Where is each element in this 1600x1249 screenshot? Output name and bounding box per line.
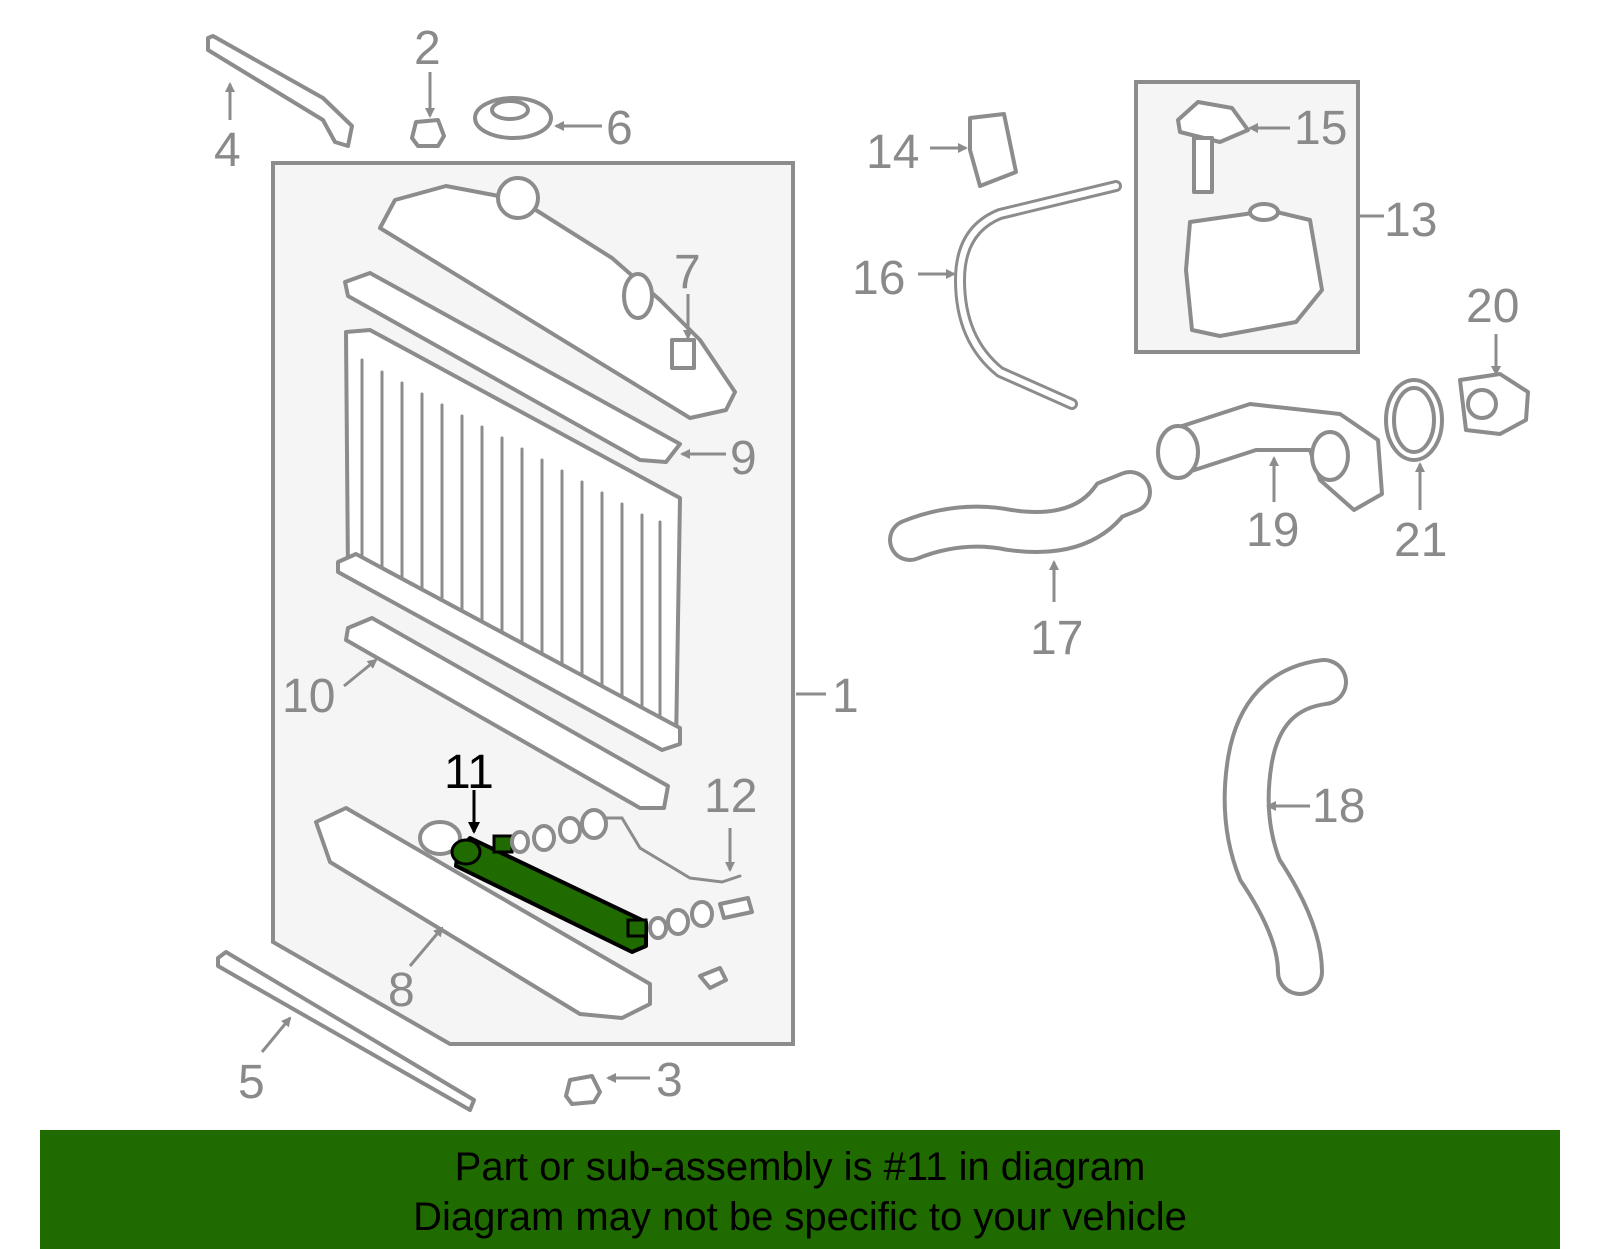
callout-5: 5 xyxy=(238,1056,265,1109)
info-banner: Part or sub-assembly is #11 in diagram D… xyxy=(40,1130,1560,1249)
reservoir-tank xyxy=(1184,208,1324,338)
callout-15: 15 xyxy=(1294,102,1347,155)
callout-4: 4 xyxy=(214,124,241,177)
callout-12: 12 xyxy=(704,770,757,823)
banner-line-1: Part or sub-assembly is #11 in diagram xyxy=(454,1145,1146,1189)
part-11-highlighted xyxy=(450,834,648,954)
callout-20: 20 xyxy=(1466,280,1519,333)
part-4-strip xyxy=(206,34,354,148)
parts-diagram: 1 2 3 4 5 6 7 8 9 10 11 12 13 14 15 16 1… xyxy=(206,22,1530,1112)
callout-11: 11 xyxy=(444,746,494,799)
part-2-grommet xyxy=(410,118,446,148)
part-9-seal xyxy=(343,271,682,464)
radiator-core xyxy=(336,328,682,752)
part-12-fittings xyxy=(510,808,754,990)
callout-17: 17 xyxy=(1030,612,1083,665)
part-7-upper-tank xyxy=(378,184,737,420)
callout-14: 14 xyxy=(866,126,919,179)
part-14-bracket xyxy=(968,112,1018,188)
callout-9: 9 xyxy=(730,432,757,485)
part-10-seal xyxy=(344,616,670,810)
callout-16: 16 xyxy=(852,252,905,305)
callout-10: 10 xyxy=(282,670,335,723)
callout-2: 2 xyxy=(414,22,441,75)
part-5-strip xyxy=(216,950,476,1112)
callout-6: 6 xyxy=(606,102,633,155)
callout-13: 13 xyxy=(1384,194,1437,247)
callout-19: 19 xyxy=(1246,504,1299,557)
part-3-grommet xyxy=(564,1074,602,1106)
part-19-water-inlet xyxy=(1168,402,1384,512)
part-8-lower-tank xyxy=(314,806,652,1020)
part-16-hose xyxy=(953,180,1122,410)
callout-7: 7 xyxy=(674,246,701,299)
callout-3: 3 xyxy=(656,1054,683,1107)
callout-21: 21 xyxy=(1394,514,1447,567)
callout-18: 18 xyxy=(1312,780,1365,833)
callout-1: 1 xyxy=(832,670,859,723)
callout-8: 8 xyxy=(388,964,415,1017)
banner-line-2: Diagram may not be specific to your vehi… xyxy=(413,1195,1187,1239)
